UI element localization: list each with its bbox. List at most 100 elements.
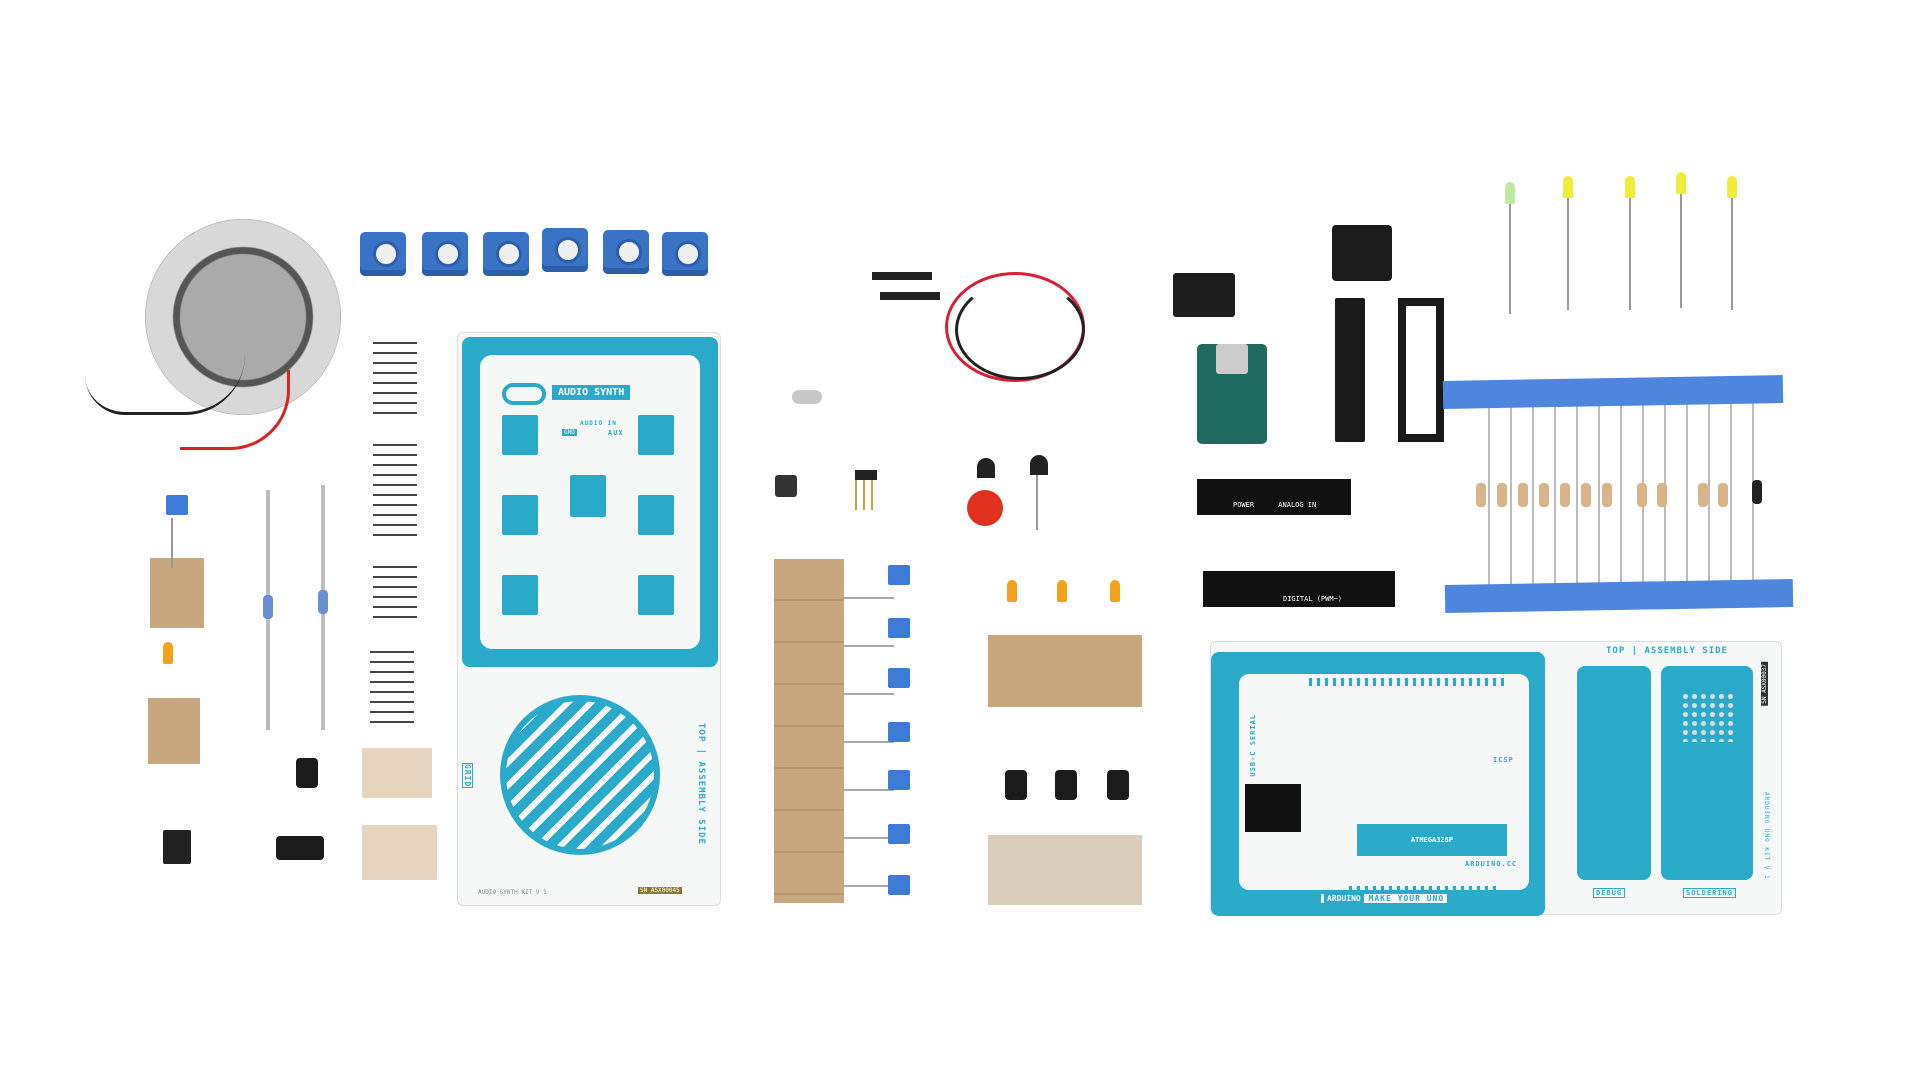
electrolytic-capacitor — [296, 758, 318, 788]
ic-footprint — [570, 475, 606, 517]
capacitor-leads — [844, 575, 894, 895]
transistor — [1030, 455, 1048, 475]
serial-label: SN ASX00037 — [1761, 662, 1768, 706]
component-tape — [150, 558, 204, 628]
power-label: POWER — [1233, 501, 1255, 509]
usb-label: USB-C SERIAL — [1249, 714, 1257, 777]
usb-c-port — [1216, 344, 1248, 374]
led-tape — [988, 635, 1142, 707]
capacitor-tape — [774, 559, 844, 903]
side-label: TOP | ASSEMBLY SIDE — [696, 723, 706, 845]
header-row — [1349, 886, 1499, 894]
side-label: TOP | ASSEMBLY SIDE — [1606, 646, 1728, 656]
led-yellow — [1563, 176, 1573, 198]
arduino-logo-icon — [502, 383, 546, 405]
uno-pcb: USB-C SERIAL ATMEGA328P ARDUINO.CC ICSP — [1211, 652, 1545, 916]
led-yellow — [1676, 172, 1686, 194]
potentiometer — [662, 232, 708, 276]
board-number: 670 — [1519, 654, 1541, 665]
serial-label: SN ASX00045 — [638, 887, 682, 894]
capacitor-tape — [988, 835, 1142, 905]
aux-label: AUX — [608, 429, 624, 437]
make-your-uno-board: USB-C SERIAL ATMEGA328P ARDUINO.CC ICSP … — [1210, 641, 1782, 916]
speaker-wire-black — [85, 355, 245, 415]
lead — [1680, 194, 1682, 308]
kit-label: ARDUINO UNO KIT V 1 — [1763, 792, 1770, 880]
kit-label: AUDIO SYNTH KIT V 1 — [478, 889, 547, 896]
led-yellow — [1625, 176, 1635, 198]
led-orange — [1007, 580, 1017, 602]
jumper-wire-black — [955, 280, 1085, 380]
debug-label: DEBUG — [1593, 888, 1626, 898]
led-orange — [1110, 580, 1120, 602]
ceramic-capacitor — [888, 618, 910, 638]
speaker-wire-red — [180, 370, 290, 450]
lead — [1731, 198, 1733, 310]
potentiometer — [360, 232, 406, 276]
ceramic-capacitor — [166, 495, 188, 515]
power-analog-header: POWER ANALOG IN — [1197, 479, 1351, 515]
electrolytic-capacitor — [276, 836, 324, 860]
transistor — [977, 458, 995, 478]
heart-pads — [1681, 692, 1735, 742]
digital-header: DIGITAL (PWM~) — [1203, 571, 1395, 607]
audio-in-label: AUDIO IN — [580, 420, 617, 427]
voltage-regulator — [1173, 273, 1235, 317]
pin-header — [370, 647, 414, 725]
lead — [1036, 475, 1038, 530]
lead — [1629, 198, 1631, 310]
grid-label: GRID — [462, 763, 473, 789]
ceramic-capacitor — [888, 668, 910, 688]
resistor-body — [1518, 483, 1528, 507]
led-orange — [163, 642, 173, 664]
pin-header-small — [855, 470, 877, 510]
dc-jack — [1332, 225, 1392, 281]
resistor-body — [1718, 483, 1728, 507]
soldering-label: SOLDERING — [1683, 888, 1736, 898]
pot-footprint — [502, 575, 538, 615]
ceramic-capacitor — [888, 565, 910, 585]
chip-label: ATMEGA328P — [1410, 836, 1454, 844]
pot-footprint — [502, 415, 538, 455]
pot-footprint — [638, 495, 674, 535]
potentiometer — [483, 232, 529, 276]
pot-footprint — [502, 495, 538, 535]
electrolytic-capacitor — [1055, 770, 1077, 800]
resistor-body — [1602, 483, 1612, 507]
diode — [1752, 480, 1762, 504]
resistor-body — [1560, 483, 1570, 507]
lead — [1509, 204, 1511, 314]
resistor-body — [1539, 483, 1549, 507]
uno-title-badge: ARDUINO — [1324, 894, 1364, 903]
atmega-chip — [1335, 298, 1365, 442]
site-label: ARDUINO.CC — [1465, 860, 1518, 868]
lead — [171, 518, 173, 568]
resistor-body — [263, 595, 273, 619]
resistor-body — [1497, 483, 1507, 507]
uno-title-text: MAKE YOUR UNO — [1368, 894, 1445, 903]
uno-title: ARDUINO MAKE YOUR UNO — [1321, 894, 1448, 903]
resistor-body — [1476, 483, 1486, 507]
pot-footprint — [638, 575, 674, 615]
jumper-connector — [880, 292, 940, 300]
ceramic-capacitor — [888, 875, 910, 895]
electrolytic-capacitor — [1005, 770, 1027, 800]
pin-header — [373, 338, 417, 418]
icsp-label: ICSP — [1493, 756, 1514, 764]
atmega-footprint: ATMEGA328P — [1357, 824, 1507, 856]
resistor-body — [318, 590, 328, 614]
regulator-footprint — [1245, 784, 1301, 832]
potentiometer — [603, 230, 649, 274]
digital-label: DIGITAL (PWM~) — [1283, 595, 1343, 603]
resistor-tape-bottom — [1444, 578, 1794, 614]
resistor-tape-top — [1442, 375, 1784, 409]
led-orange — [1057, 580, 1067, 602]
lead — [1567, 198, 1569, 310]
crystal — [792, 390, 822, 404]
pot-footprint — [638, 415, 674, 455]
pin-header — [373, 440, 417, 540]
led-green — [1505, 182, 1515, 204]
audio-synth-board: AUDIO SYNTH AUDIO IN GND AUX GRID TOP | … — [457, 332, 721, 906]
red-capacitor — [967, 490, 1003, 526]
speaker-grille — [500, 695, 660, 855]
